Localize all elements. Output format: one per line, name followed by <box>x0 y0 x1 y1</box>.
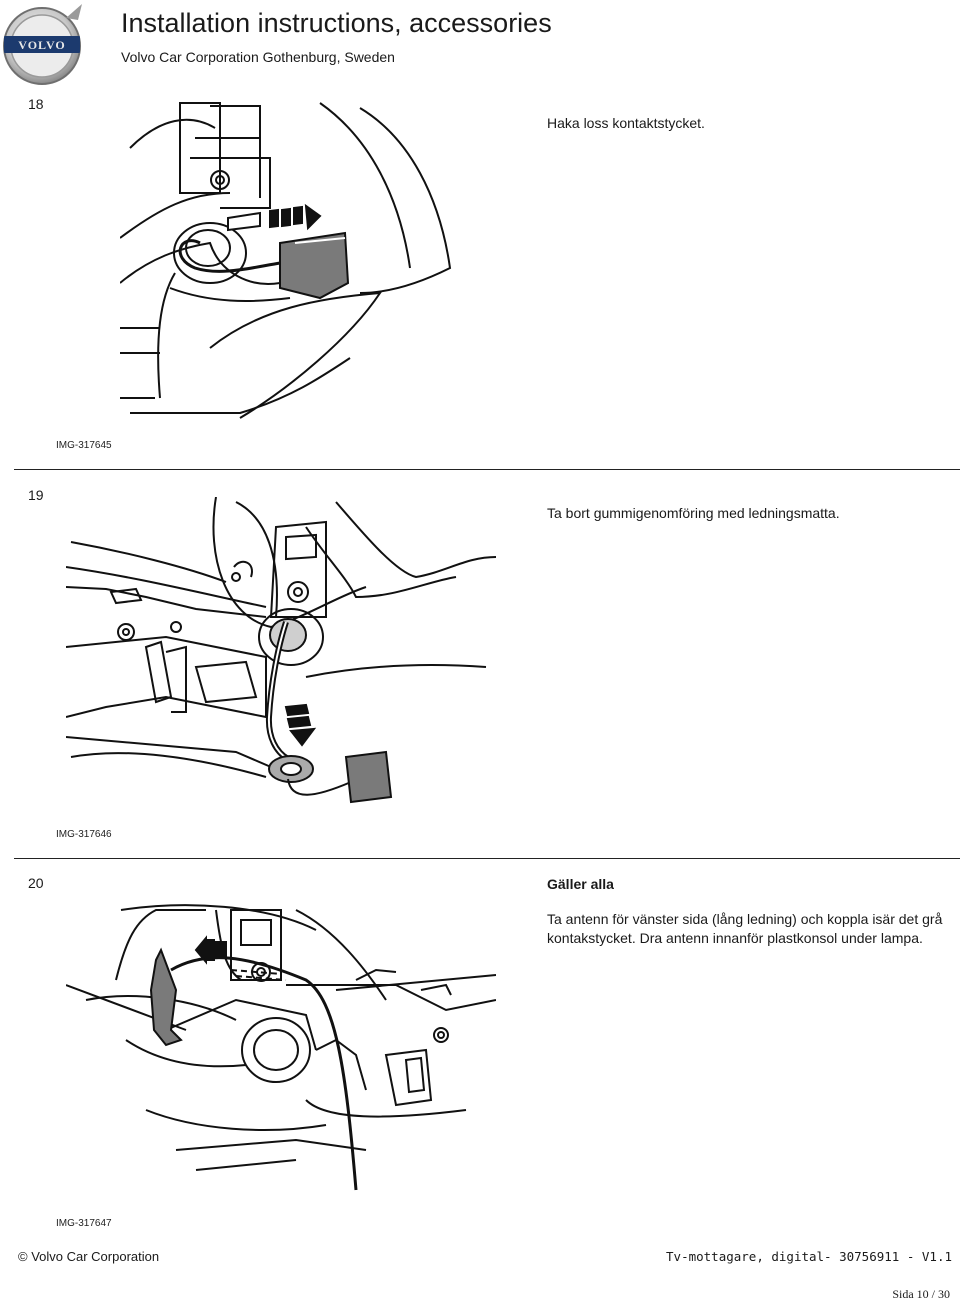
image-id-19: IMG-317646 <box>56 829 112 840</box>
step-19-text: Ta bort gummigenomföring med ledningsmat… <box>547 505 840 521</box>
footer-copyright: © Volvo Car Corporation <box>18 1249 160 1264</box>
divider <box>14 858 960 859</box>
image-id-20: IMG-317647 <box>56 1218 112 1229</box>
page-subtitle: Volvo Car Corporation Gothenburg, Sweden <box>121 49 395 65</box>
step-number-18: 18 <box>28 96 44 112</box>
divider <box>14 469 960 470</box>
step-20-text: Ta antenn för vänster sida (lång ledning… <box>547 911 943 946</box>
footer-document-id: Tv-mottagare, digital- 30756911 - V1.1 <box>666 1249 952 1264</box>
step-number-20: 20 <box>28 875 44 891</box>
logo-text: VOLVO <box>18 38 65 52</box>
step-18-text: Haka loss kontaktstycket. <box>547 115 705 131</box>
volvo-logo-icon: VOLVO <box>0 0 90 90</box>
page-number: Sida 10 / 30 <box>892 1287 950 1301</box>
step-20-heading: Gäller alla <box>547 876 614 892</box>
page-title: Installation instructions, accessories <box>121 8 552 38</box>
illustration-img-317647 <box>66 890 496 1205</box>
image-id-18: IMG-317645 <box>56 440 112 451</box>
illustration-img-317645 <box>120 98 460 433</box>
illustration-img-317646 <box>66 497 496 817</box>
step-number-19: 19 <box>28 487 44 503</box>
